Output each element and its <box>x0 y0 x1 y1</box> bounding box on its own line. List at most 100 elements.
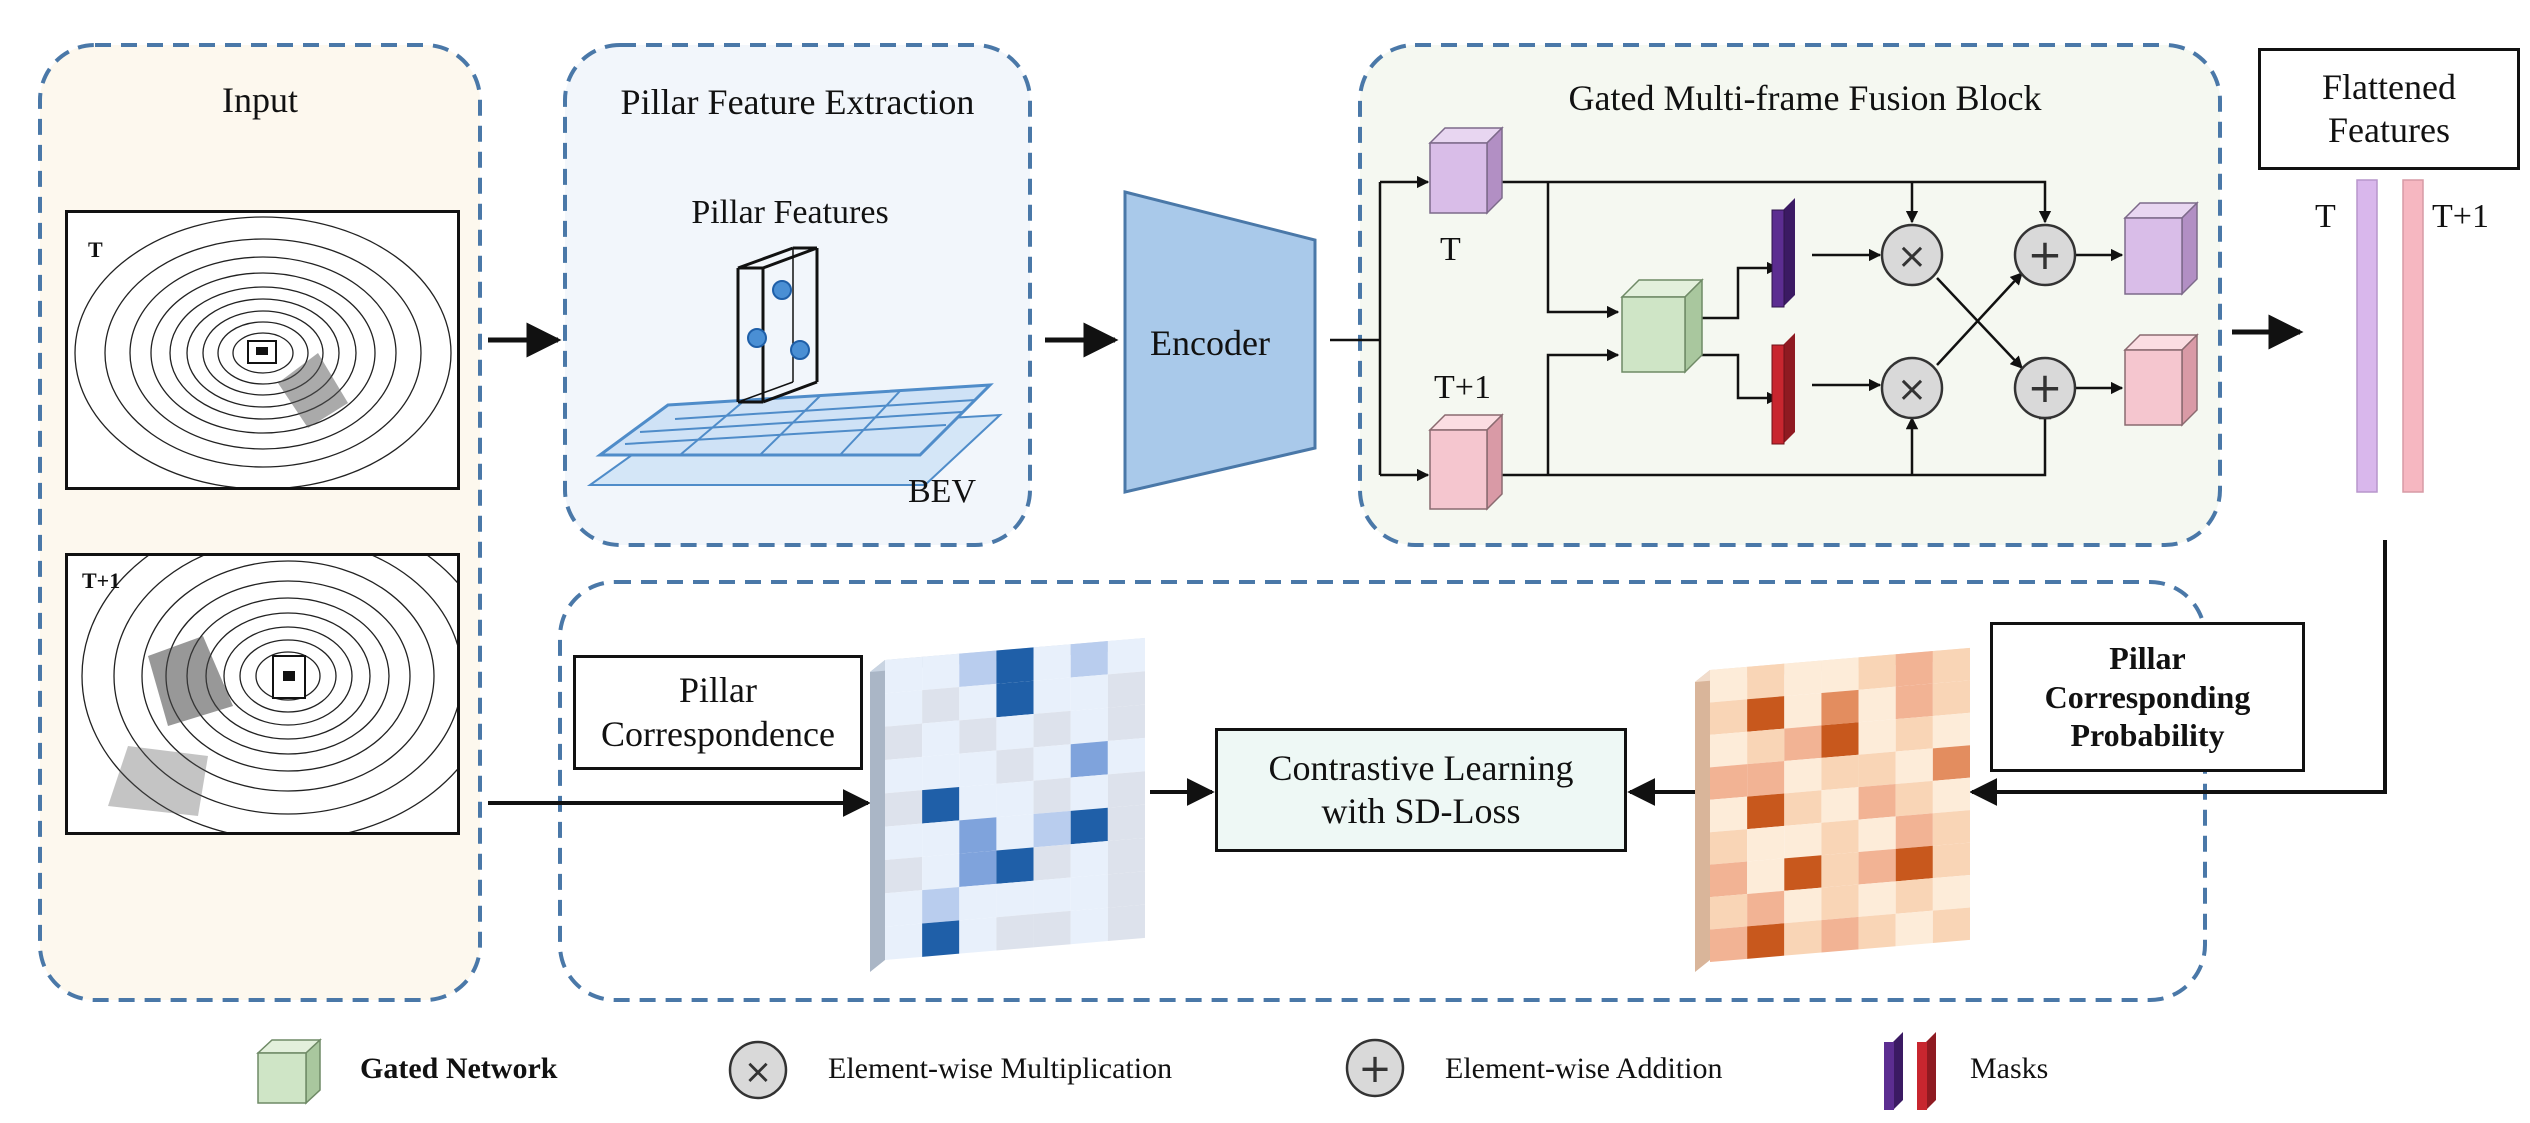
probability-line3: Probability <box>2070 717 2225 754</box>
flattened-bar-t <box>2356 179 2378 493</box>
matrix-cell <box>1932 842 1970 879</box>
contrastive-line2: with SD-Loss <box>1321 791 1521 831</box>
fusion-t1-label: T+1 <box>1434 369 1491 406</box>
bev-grid <box>586 383 1003 486</box>
matrix-cell <box>959 917 997 954</box>
fusion-t-label: T <box>1440 231 1461 268</box>
matrix-cell <box>922 653 960 691</box>
matrix-cell <box>1895 651 1933 687</box>
matrix-cell <box>996 847 1034 884</box>
matrix-cell <box>959 683 997 721</box>
matrix-cell <box>885 823 923 860</box>
multiply-symbol: × <box>1897 236 1927 277</box>
pillar-probability-box: Pillar Corresponding Probability <box>1990 622 2305 772</box>
matrix-cell <box>1784 920 1822 956</box>
matrix-cell <box>922 720 960 757</box>
input-title: Input <box>222 80 298 120</box>
matrix-cell <box>1070 741 1108 778</box>
matrix-cell <box>1821 787 1859 823</box>
point-dot <box>747 328 767 348</box>
matrix-cell <box>922 753 960 791</box>
matrix-cell <box>1070 907 1108 945</box>
matrix-cell <box>1070 674 1108 711</box>
matrix-cell <box>1895 878 1933 914</box>
matrix-cell <box>1747 696 1785 732</box>
matrix-cell <box>1784 887 1822 924</box>
matrix-cell <box>1858 783 1896 820</box>
matrix-cell <box>1070 874 1108 911</box>
matrix-cell <box>885 923 923 960</box>
legend-add-icon <box>1345 1038 1405 1098</box>
multiply-node-top <box>1880 223 1944 287</box>
matrix-cell <box>1747 923 1785 959</box>
probability-matrix <box>1695 647 1970 972</box>
legend-masks-icon <box>1884 1032 1936 1110</box>
matrix-cell <box>1070 841 1108 878</box>
probability-line1: Pillar <box>2109 640 2186 677</box>
matrix-cell <box>1070 774 1108 811</box>
matrix-cell <box>1033 877 1071 915</box>
fusion-wiring <box>1330 175 2124 482</box>
matrix-cell <box>1784 725 1822 762</box>
matrix-cell <box>1932 907 1970 944</box>
legend-add-symbol: + <box>1358 1046 1392 1092</box>
matrix-cell <box>959 650 997 688</box>
matrix-cell <box>885 756 923 794</box>
matrix-cell <box>922 920 960 957</box>
mask-purple <box>1771 198 1795 308</box>
matrix-cell <box>1858 751 1896 788</box>
correspondence-line1: Pillar <box>679 670 757 711</box>
matrix-cell <box>1784 790 1822 826</box>
matrix-cell <box>1710 699 1748 735</box>
matrix-cell <box>885 890 923 927</box>
arrow-flattened-to-probability <box>1969 540 2387 806</box>
matrix-cell <box>1107 804 1145 842</box>
matrix-cell <box>1932 810 1970 846</box>
matrix-cell <box>996 647 1034 684</box>
matrix-cell <box>1033 910 1071 948</box>
matrix-cell <box>959 850 997 888</box>
matrix-cell <box>1107 904 1145 942</box>
matrix-cell <box>1784 757 1822 794</box>
matrix-cell <box>959 817 997 854</box>
matrix-cell <box>1747 663 1785 700</box>
add-node-top <box>2013 223 2077 287</box>
matrix-cell <box>885 656 923 694</box>
legend-gated-network-label: Gated Network <box>360 1052 558 1085</box>
gated-network-cube <box>1620 278 1704 374</box>
matrix-cell <box>1895 683 1933 720</box>
point-dot <box>772 280 792 300</box>
matrix-cell <box>1932 875 1970 911</box>
matrix-cell <box>1821 722 1859 758</box>
multiply-symbol: × <box>1897 369 1927 410</box>
matrix-cell <box>1821 657 1859 693</box>
bev-label: BEV <box>908 473 976 510</box>
probability-line2: Corresponding <box>2044 678 2251 715</box>
matrix-cell <box>1107 704 1145 742</box>
matrix-cell <box>996 814 1034 851</box>
matrix-cell <box>1858 848 1896 885</box>
matrix-cell <box>1895 715 1933 752</box>
cube-t1-output <box>2123 333 2199 427</box>
matrix-cell <box>1107 771 1145 808</box>
matrix-cell <box>1070 807 1108 845</box>
matrix-cell <box>1107 737 1145 775</box>
lidar-scan-t: T <box>65 210 460 490</box>
matrix-cell <box>1895 910 1933 947</box>
matrix-cell <box>1858 686 1896 723</box>
add-node-bottom <box>2013 356 2077 420</box>
cube-t-output <box>2123 201 2199 296</box>
matrix-cell <box>1033 677 1071 715</box>
matrix-cell <box>1747 761 1785 797</box>
matrix-cell <box>885 723 923 760</box>
fusion-block-title: Gated Multi-frame Fusion Block <box>1568 78 2042 118</box>
matrix-cell <box>996 880 1034 918</box>
matrix-cell <box>1033 810 1071 848</box>
legend-multiply-icon <box>728 1040 788 1100</box>
matrix-cell <box>1895 845 1933 882</box>
matrix-cell <box>1895 813 1933 849</box>
matrix-cell <box>1710 764 1748 800</box>
matrix-cell <box>1747 793 1785 830</box>
contrastive-line1: Contrastive Learning <box>1268 747 1574 788</box>
